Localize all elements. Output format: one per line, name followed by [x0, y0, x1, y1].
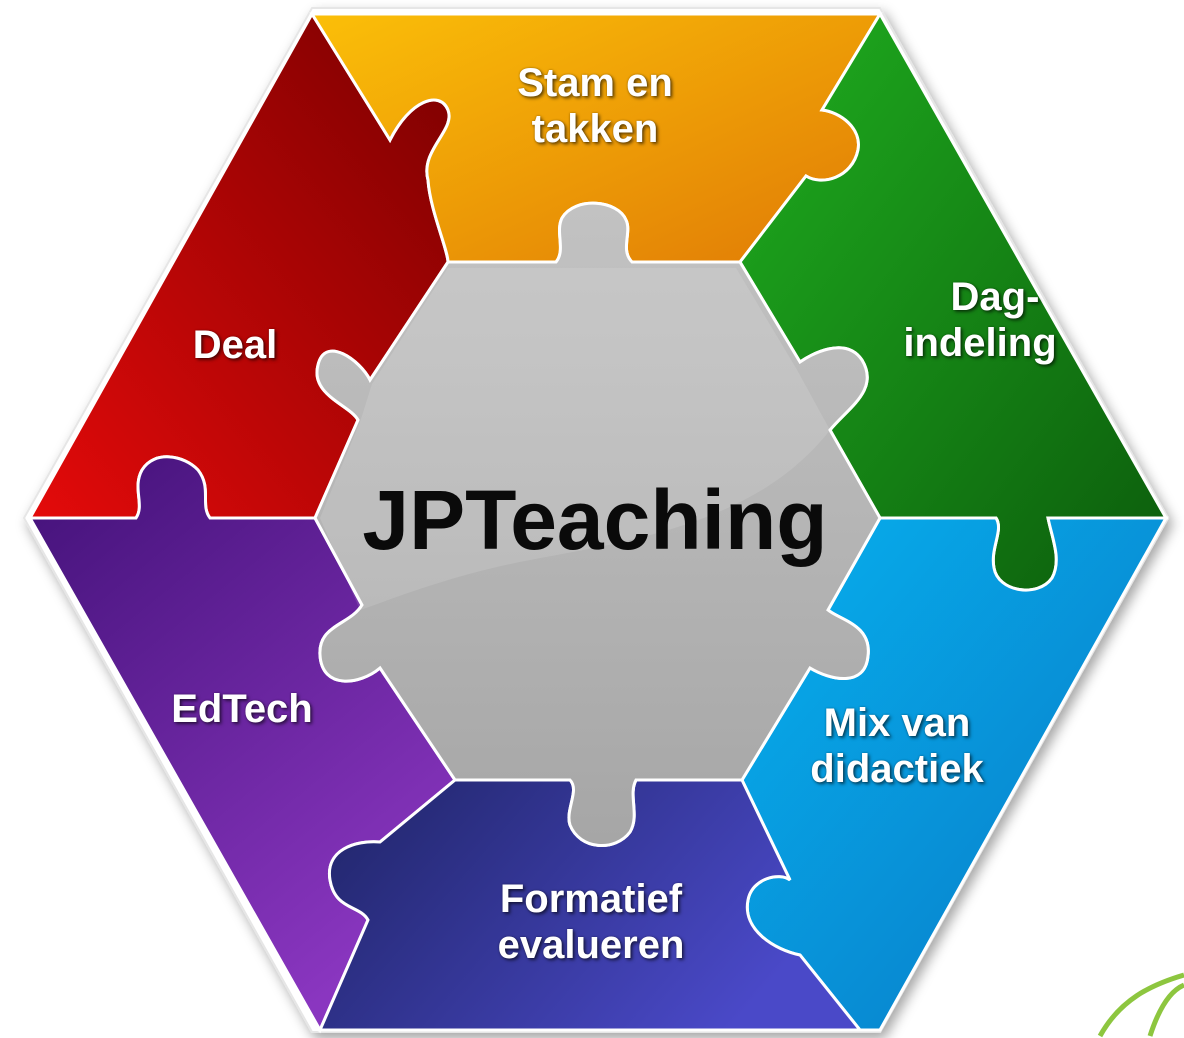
label-stam-en-takken-line2: takken [531, 107, 659, 151]
label-deal-line1: Deal [192, 323, 278, 367]
leaf-decoration-icon [1097, 972, 1184, 1038]
label-dag-indeling: Dag- indeling [880, 274, 1080, 366]
label-edtech: EdTech [142, 686, 342, 732]
puzzle-piece-center [313, 201, 882, 847]
label-dag-indeling-line1: Dag- [950, 275, 1040, 319]
center-gloss [320, 268, 830, 610]
label-mix-van-didactiek-line2: didactiek [810, 747, 984, 791]
label-formatief-evalueren: Formatief evalueren [466, 876, 716, 968]
label-mix-van-didactiek: Mix van didactiek [782, 700, 1012, 792]
center-title: JPTeaching [362, 473, 828, 567]
label-stam-en-takken-line1: Stam en [517, 61, 673, 105]
label-formatief-evalueren-line2: evalueren [497, 923, 685, 967]
label-formatief-evalueren-line1: Formatief [499, 877, 683, 921]
label-edtech-line1: EdTech [171, 687, 313, 731]
label-dag-indeling-line2: indeling [903, 321, 1057, 365]
label-stam-en-takken: Stam en takken [475, 60, 715, 152]
label-mix-van-didactiek-line1: Mix van [823, 701, 971, 745]
label-deal: Deal [150, 322, 320, 368]
